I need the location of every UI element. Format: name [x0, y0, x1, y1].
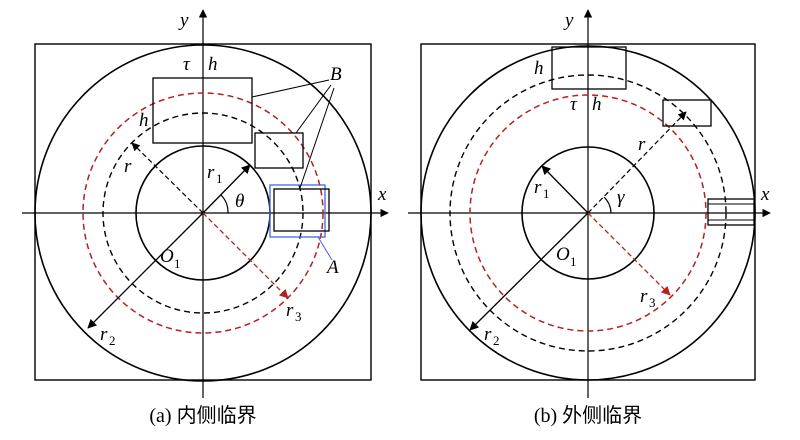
panel-b-gamma-label: γ	[617, 187, 625, 208]
panel-b-outer-circle	[420, 45, 756, 381]
panel-b-r-arrow	[587, 111, 687, 214]
panel-a-r2-arrow	[87, 212, 204, 329]
panel-a-x-label: x	[377, 184, 387, 205]
panel-b-origin-label: O	[556, 244, 570, 265]
panel-a-box-blue	[269, 184, 326, 238]
panel-a-b-leader-2	[295, 84, 332, 134]
panel-b-black-dashed-circle	[449, 74, 727, 352]
panel-a-origin-sub: 1	[174, 256, 181, 271]
panel-a-theta-arc	[220, 194, 229, 214]
panel-b-r2-label: r	[484, 324, 492, 345]
panel-a-b-label: B	[330, 64, 342, 85]
panel-a-theta-label: θ	[235, 191, 244, 212]
panel-a-h-top-label: h	[208, 54, 218, 75]
panel-b-r-label: r	[638, 134, 646, 155]
panel-a-r1-sub: 1	[216, 171, 223, 186]
panel-b-gamma-arc	[603, 196, 612, 214]
panel-a-outer-circle	[34, 44, 372, 382]
panel-a-caption: (a) 内侧临界	[149, 404, 256, 427]
panel-a-r3-arrow	[202, 212, 289, 299]
panel-a-b-leader-3	[299, 87, 335, 189]
panel-b-r1-label: r	[534, 177, 542, 198]
panel-a-box-black	[273, 188, 330, 232]
panel-a-r-label: r	[124, 156, 132, 177]
panel-b-x-label: x	[760, 184, 770, 205]
panel-b-r3-sub: 3	[649, 295, 656, 310]
panel-a-r2-label: r	[100, 324, 108, 345]
panel-b-r3-arrow	[587, 212, 671, 296]
panel-b-r2-arrow	[469, 212, 589, 331]
panel-a-r3-label: r	[286, 300, 294, 321]
panel-a-black-dashed-circle	[102, 112, 304, 314]
panel-a-box-top	[152, 77, 253, 144]
panel-a-tau-label: τ	[183, 54, 191, 75]
panel-a-origin-label: O	[160, 246, 174, 267]
panel-a-a-leader	[317, 236, 333, 261]
panel-b: x y h τ h r r 1 r 2 r 3 γ O 1	[408, 9, 771, 398]
panel-a-h-side-label: h	[139, 110, 149, 131]
panel-a-r2-sub: 2	[109, 333, 116, 348]
panel-a-a-label: A	[325, 257, 339, 278]
panel-b-r3-label: r	[640, 286, 648, 307]
panel-b-origin-sub: 1	[570, 254, 577, 269]
panel-a-box-mid	[254, 132, 304, 169]
panel-a-red-dashed-circle	[82, 92, 324, 334]
panel-b-r2-sub: 2	[493, 333, 500, 348]
panel-b-tau-label: τ	[570, 94, 578, 115]
panel-b-box-right	[707, 198, 755, 226]
panel-b-y-label: y	[563, 10, 574, 31]
panel-b-inner-circle	[521, 146, 655, 280]
panel-a-r3-sub: 3	[295, 309, 302, 324]
panel-b-box-mid	[662, 99, 712, 127]
panel-a-y-label: y	[178, 10, 189, 31]
panel-a-r1-label: r	[207, 162, 215, 183]
panel-b-h-top-label: h	[592, 94, 602, 115]
panel-b-r1-arrow	[541, 165, 589, 214]
panel-b-caption: (b) 外侧临界	[534, 404, 642, 427]
panel-a-r-arrow	[131, 142, 204, 214]
panel-a: x y τ h h r r 1 r 2 r 3 θ O 1 B A	[22, 9, 389, 398]
panel-b-h-side-label: h	[534, 58, 544, 79]
panel-b-r1-sub: 1	[543, 186, 550, 201]
panel-a-b-leader-1	[251, 79, 330, 98]
panel-b-red-dashed-circle	[469, 94, 707, 332]
panel-a-r1-arrow	[202, 164, 251, 214]
panel-b-box-top	[551, 46, 627, 90]
